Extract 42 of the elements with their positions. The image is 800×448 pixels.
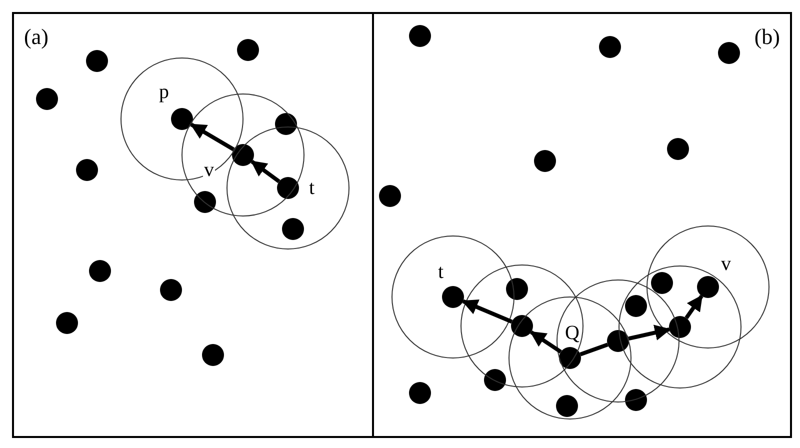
point-dot bbox=[56, 312, 78, 334]
point-dot bbox=[556, 395, 578, 417]
point-dot bbox=[194, 191, 216, 213]
point-dot bbox=[275, 113, 297, 135]
point-dot bbox=[697, 276, 719, 298]
point-dot bbox=[625, 295, 647, 317]
arrow bbox=[190, 122, 235, 152]
point-dot bbox=[506, 278, 528, 300]
point-dot bbox=[171, 108, 193, 130]
point-dot bbox=[89, 260, 111, 282]
point-dot bbox=[379, 185, 401, 207]
point-dot bbox=[718, 42, 740, 64]
arrow bbox=[250, 160, 280, 184]
point-dot bbox=[625, 389, 647, 411]
point-dot bbox=[669, 316, 691, 338]
point-label: Q bbox=[564, 323, 580, 343]
point-dot bbox=[607, 330, 629, 352]
panel-label: (a) bbox=[24, 26, 48, 48]
point-dot bbox=[86, 50, 108, 72]
point-dot bbox=[534, 150, 556, 172]
point-dot bbox=[409, 25, 431, 47]
panel-frame bbox=[372, 12, 792, 438]
point-dot bbox=[237, 39, 259, 61]
arrow bbox=[628, 324, 671, 341]
point-dot bbox=[484, 369, 506, 391]
point-dot bbox=[442, 286, 464, 308]
point-dot bbox=[651, 272, 673, 294]
point-dot bbox=[277, 177, 299, 199]
point-dot bbox=[76, 159, 98, 181]
panel-label: (b) bbox=[754, 26, 780, 48]
point-dot bbox=[36, 88, 58, 110]
point-dot bbox=[202, 344, 224, 366]
point-dot bbox=[599, 36, 621, 58]
point-dot bbox=[160, 279, 182, 301]
arrow bbox=[684, 294, 704, 320]
point-dot bbox=[511, 315, 533, 337]
point-dot bbox=[282, 218, 304, 240]
panel-frame bbox=[12, 12, 374, 438]
arrow bbox=[530, 330, 562, 354]
arrow bbox=[462, 299, 513, 324]
point-dot bbox=[409, 382, 431, 404]
point-dot bbox=[667, 138, 689, 160]
